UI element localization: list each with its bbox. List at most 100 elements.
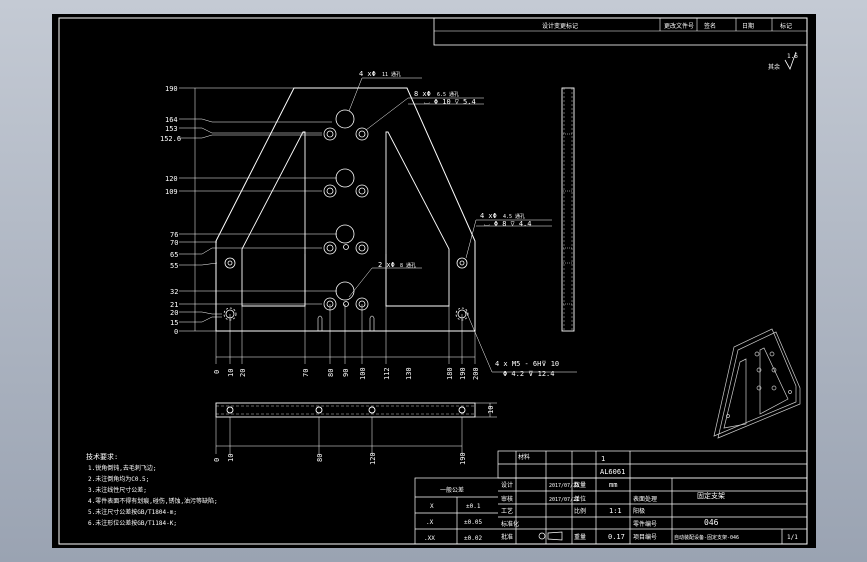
roughness-symbol: 1.6 其余: [768, 51, 798, 71]
svg-text:2017/07/21: 2017/07/21: [549, 497, 579, 503]
svg-text:6.5 通孔: 6.5 通孔: [437, 91, 459, 98]
dim-x-100: 100: [359, 367, 367, 380]
hole-callout-text: 4 xΦ 11 通孔 8 xΦ 6.5 通孔 ⌴ Φ 10 ⊽ 5.4 4 xΦ…: [359, 70, 559, 378]
drawing-sheet: 设计变更标记 更改文件号 签名 日期 标记 1.6 其余: [58, 17, 808, 545]
svg-text:Φ 4.2 ⊽ 12.4: Φ 4.2 ⊽ 12.4: [503, 370, 554, 378]
drawing-frame: [58, 17, 808, 545]
isometric-preview: [713, 328, 801, 439]
sheet-number: 1/1: [787, 534, 798, 541]
svg-text:11 通孔: 11 通孔: [382, 71, 401, 78]
dim-y-109: 109: [165, 188, 178, 196]
part-number: 046: [704, 518, 719, 527]
header-label-revision: 设计变更标记: [542, 22, 578, 30]
hole-callouts: [348, 77, 577, 373]
svg-text:4 x M5 - 6H⊽ 10: 4 x M5 - 6H⊽ 10: [495, 360, 559, 368]
drawing-canvas[interactable]: 设计变更标记 更改文件号 签名 日期 标记 1.6 其余: [52, 14, 816, 548]
svg-text:设计: 设计: [501, 481, 513, 489]
svg-text:4 xΦ: 4 xΦ: [480, 212, 497, 220]
part-name: 固定支架: [697, 491, 725, 500]
title-block-text: 材料 1 AL6061 设计 2017/07/21 数量 mm 审核 2017/…: [424, 453, 798, 542]
svg-text:10: 10: [487, 406, 495, 414]
svg-text:4.5 通孔: 4.5 通孔: [503, 213, 525, 220]
svg-text:1.6: 1.6: [787, 53, 798, 60]
side-view: [561, 87, 575, 332]
svg-text:190: 190: [459, 452, 467, 465]
note-6: 6.未注形位公差按GB/T1184-K;: [88, 519, 177, 527]
svg-text:标准化: 标准化: [501, 520, 519, 528]
dim-x-200: 200: [472, 367, 480, 380]
dim-y-152-6: 152.6: [160, 135, 181, 143]
svg-text:材料: 材料: [518, 453, 530, 461]
technical-notes: 技术要求: 1.锐角倒钝,去毛刺飞边; 2.未注倒角均为C0.5; 3.未注线性…: [86, 452, 218, 527]
svg-text:8 通孔: 8 通孔: [400, 262, 416, 269]
svg-text:±0.02: ±0.02: [464, 535, 482, 542]
header-label-date: 日期: [742, 22, 754, 30]
x-dimension-lines: [215, 304, 476, 364]
y-dimension-lines: [179, 87, 337, 332]
svg-text:.XX: .XX: [424, 535, 435, 542]
svg-text:2017/07/21: 2017/07/21: [549, 483, 579, 489]
dim-y-55: 55: [170, 262, 178, 270]
svg-text:4 xΦ: 4 xΦ: [359, 70, 376, 78]
y-dimension-labels: 190 164 153 152.6 120 109 76 70 65 55 32…: [160, 85, 181, 336]
title-block: [414, 450, 808, 545]
bottom-view-labels: 0 10 80 120 190 10: [213, 406, 495, 465]
svg-text:⌴ Φ 10 ⊽ 5.4: ⌴ Φ 10 ⊽ 5.4: [424, 98, 476, 106]
dim-y-120: 120: [165, 175, 178, 183]
notes-title: 技术要求:: [86, 452, 118, 461]
svg-text:表面处理: 表面处理: [633, 495, 657, 503]
dim-y-15: 15: [170, 319, 178, 327]
svg-text:±0.1: ±0.1: [466, 503, 481, 510]
note-1: 1.锐角倒钝,去毛刺飞边;: [88, 464, 156, 472]
svg-text:1:1: 1:1: [609, 507, 622, 515]
svg-text:⌴ Φ 8 ⊽ 4.4: ⌴ Φ 8 ⊽ 4.4: [484, 220, 532, 228]
note-2: 2.未注倒角均为C0.5;: [88, 475, 149, 483]
svg-text:阳极: 阳极: [633, 507, 645, 515]
dim-y-32: 32: [170, 288, 178, 296]
svg-text:零件编号: 零件编号: [633, 520, 657, 528]
dim-y-20: 20: [170, 309, 178, 317]
svg-text:一般公差: 一般公差: [440, 486, 464, 494]
projection-symbol-icon: [538, 531, 563, 541]
dim-x-70: 70: [302, 369, 310, 377]
svg-text:审核: 审核: [501, 495, 513, 503]
svg-text:2 xΦ: 2 xΦ: [378, 261, 395, 269]
svg-text:80: 80: [316, 454, 324, 462]
svg-text:±0.05: ±0.05: [464, 519, 482, 526]
dim-x-130: 130: [405, 367, 413, 380]
dim-y-65: 65: [170, 251, 178, 259]
svg-text:10: 10: [227, 454, 235, 462]
header-label-file: 更改文件号: [664, 22, 694, 30]
svg-text:数量: 数量: [574, 481, 586, 489]
note-4: 4.零件表面不得有划痕,碰伤,锈蚀,油污等缺陷;: [88, 497, 218, 505]
dim-x-190: 190: [459, 367, 467, 380]
dim-x-0: 0: [213, 370, 221, 374]
dim-x-10: 10: [227, 369, 235, 377]
dim-y-190: 190: [165, 85, 178, 93]
dim-x-90: 90: [342, 369, 350, 377]
svg-text:.X: .X: [426, 519, 434, 526]
dim-y-153: 153: [165, 125, 178, 133]
svg-text:批准: 批准: [501, 533, 513, 541]
material-value: AL6061: [600, 468, 625, 476]
note-3: 3.未注线性尺寸公差;: [88, 486, 147, 494]
svg-text:比例: 比例: [574, 507, 586, 515]
svg-text:8 xΦ: 8 xΦ: [414, 90, 431, 98]
dim-y-0: 0: [174, 328, 178, 336]
svg-text:mm: mm: [609, 481, 617, 489]
svg-text:0: 0: [213, 458, 221, 462]
revision-header: 设计变更标记 更改文件号 签名 日期 标记: [433, 17, 808, 46]
dim-y-164: 164: [165, 116, 178, 124]
svg-text:1: 1: [601, 455, 605, 463]
dim-y-21: 21: [170, 301, 178, 309]
header-label-sign: 签名: [704, 22, 716, 30]
dim-y-70: 70: [170, 239, 178, 247]
bottom-view: [215, 402, 497, 454]
svg-text:X: X: [430, 503, 434, 510]
svg-text:重量: 重量: [574, 533, 586, 541]
svg-text:其余: 其余: [768, 63, 780, 71]
front-view: [215, 87, 476, 332]
dim-y-76: 76: [170, 231, 178, 239]
dim-x-112: 112: [383, 367, 391, 380]
header-label-mark: 标记: [780, 22, 792, 30]
